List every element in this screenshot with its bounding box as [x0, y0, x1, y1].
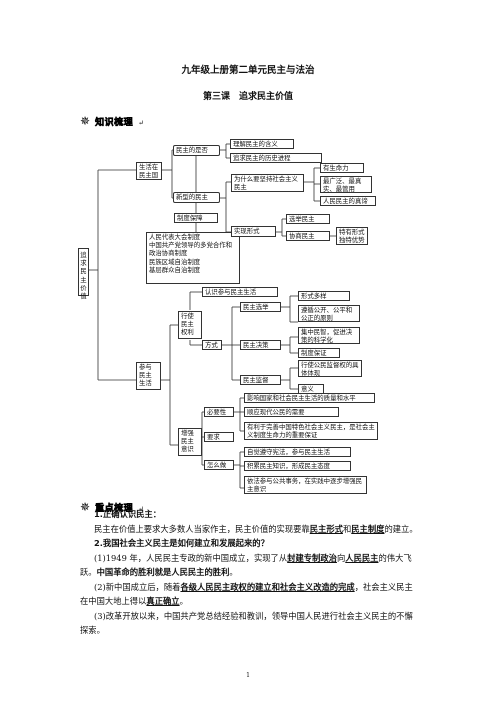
branch-live-in-democracy: 生活在民主国家	[136, 162, 162, 180]
node-exercise-rights: 行使民主权利	[178, 311, 202, 339]
mindmap-root: 追求民主价值	[78, 248, 89, 300]
node-need-citizen: 顺应现代公民的需要	[244, 407, 339, 417]
node-realization-forms: 实现形式	[231, 226, 276, 237]
node-how-knowledge: 积累民主知识，形成民主态度	[244, 461, 351, 471]
node-requirements: 要求	[204, 432, 234, 442]
node-necessity: 必要性	[204, 407, 234, 417]
node-scientific-decision: 集中民智，促进决策的科学化	[298, 327, 360, 344]
arrow-mark-icon: ↵	[138, 505, 145, 513]
lesson-title: 第三课 追求民主价值	[202, 92, 293, 102]
node-electoral-democracy: 选举民主	[286, 214, 330, 224]
q2-heading: 2.我国社会主义民主是如何建立和发展起来的？	[94, 538, 269, 548]
node-meaning: 理解民主的含义	[230, 139, 294, 149]
node-what-is-democracy: 民主的是否	[173, 145, 220, 156]
node-various-forms: 形式多样	[298, 291, 350, 301]
node-new-democracy: 新型的民主	[173, 192, 220, 203]
node-methods: 方式	[202, 340, 222, 350]
node-institutional-guarantee: 制度保障	[174, 213, 218, 223]
arrow-mark-icon: ↵	[138, 119, 145, 127]
node-democratic-election: 民主选举	[240, 302, 281, 312]
section-knowledge: ✵ 知识梳理 ↵	[80, 110, 144, 129]
node-how-to: 怎么做	[204, 460, 234, 470]
node-vitality: 有生命力	[320, 163, 364, 173]
node-need-quality: 影响国家和社会民主生活的质量和水平	[244, 393, 375, 403]
section-knowledge-label: 知识梳理	[95, 118, 134, 129]
node-democratic-supervision: 民主监督	[240, 375, 281, 385]
node-guarantee-systems: 人民代表大会制度 中国共产党领导的多党合作和政治协商制度 民族区域自治制度 基层…	[146, 232, 240, 284]
node-why-socialist-democracy: 为什么要坚持社会主义民主	[231, 174, 304, 192]
node-fair-principles: 遵循公开、公平和公正的原则	[298, 305, 360, 322]
page-number: 1	[246, 672, 250, 679]
node-unique-form: 特有形式独特优势	[336, 227, 368, 245]
q1-text: 民主在价值上要求大多数人当家作主，民主价值的实现要靠民主形式和民主制度的建立。	[94, 523, 418, 534]
node-need-improve: 有利于完善中国特色社会主义民主，是社会主义制度生命力的重要保证	[244, 422, 378, 440]
node-history: 追求民主的历史进程	[230, 153, 322, 163]
branch-participate: 参与民主生活	[136, 362, 161, 390]
q1-heading: 1.正确认识民主：	[94, 509, 162, 519]
node-essence: 人民民主的真谛	[320, 196, 376, 206]
section-key: ✵ 重点梳理 ↵	[80, 496, 144, 515]
p2-text: (2)新中国成立后，随着各级人民民主政权的建立和社会主义改造的完成，社会主义民主…	[80, 581, 413, 607]
page-title: 九年级上册第二单元民主与法治	[181, 65, 315, 76]
node-how-constitution: 自觉遵守宪法，参与民主生活	[244, 447, 351, 457]
p3-text: (3)改革开放以来，中国共产党总结经验和教训，领导中国人民进行社会主义民主的不懈…	[80, 610, 413, 636]
node-enhance-awareness: 增强民主意识	[178, 428, 202, 456]
section-key-label: 重点梳理	[95, 504, 134, 515]
star-icon: ✵	[80, 114, 91, 128]
star-icon: ✵	[80, 500, 91, 514]
node-supervision-right: 行使公民监督权的具体体现	[298, 360, 362, 377]
node-how-practice: 依法参与公共事务，在实践中逐步增强民主意识	[244, 476, 367, 494]
p1-text: (1)1949 年，人民民主专政的新中国成立，实现了从封建专制政治向人民民主的伟…	[80, 552, 412, 578]
content-body: 1.正确认识民主： 民主在价值上要求大多数人当家作主，民主价值的实现要靠民主形式…	[80, 507, 420, 638]
node-understand-participation: 认识参与民主生活	[202, 287, 278, 297]
node-broadest: 最广泛、最真实、最管用	[320, 176, 372, 193]
node-consultative-democracy: 协商民主	[286, 231, 330, 241]
node-democratic-decision: 民主决策	[240, 340, 281, 350]
node-system-guarantee: 制度保证	[298, 348, 340, 358]
